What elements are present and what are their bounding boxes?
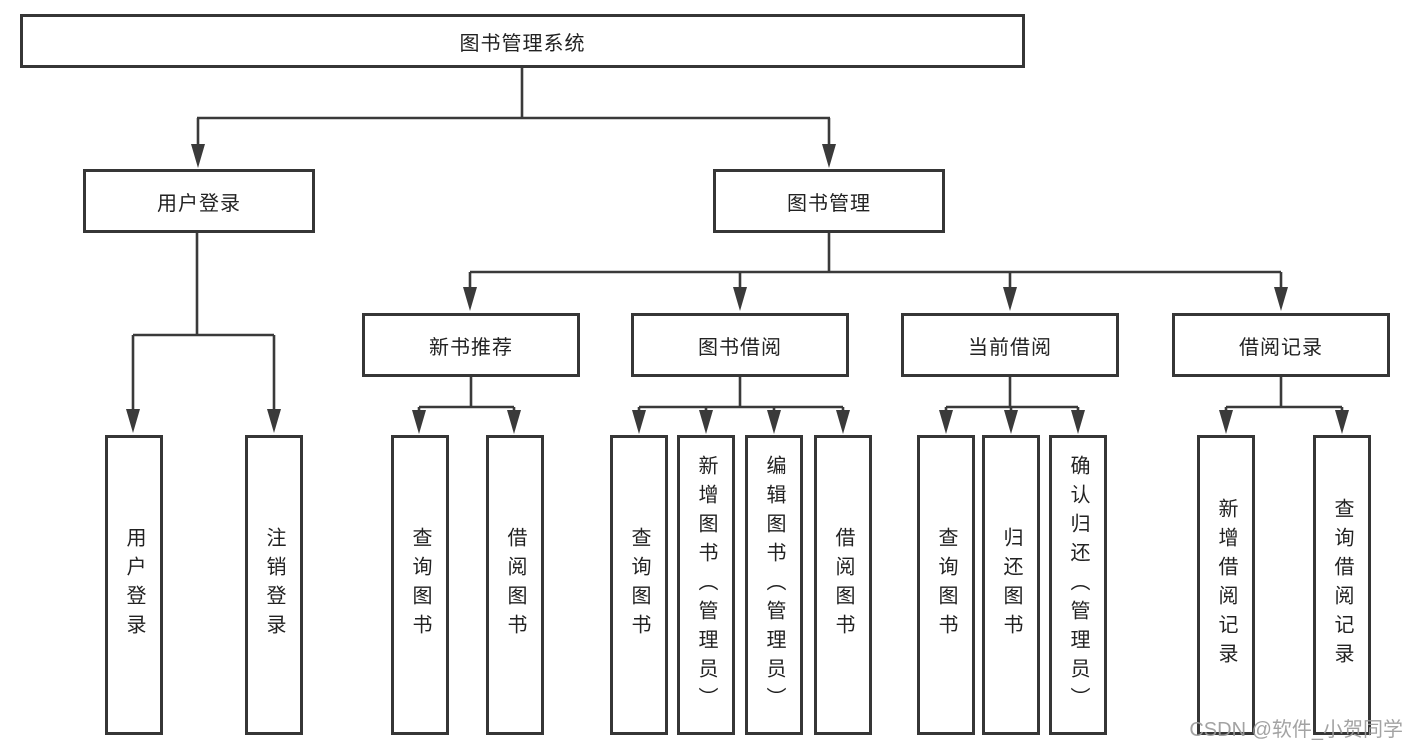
node-label-book-management: 图书管理 bbox=[787, 192, 871, 215]
leaf-label-borrow-query-books: 查询图书 bbox=[628, 527, 650, 643]
node-label-borrow-records: 借阅记录 bbox=[1239, 336, 1323, 359]
leaf-box-add-borrow-record: 新增借阅记录 bbox=[1197, 435, 1255, 735]
leaf-box-query-borrow-record: 查询借阅记录 bbox=[1313, 435, 1371, 735]
leaf-box-logout: 注销登录 bbox=[245, 435, 303, 735]
leaf-label-add-books-admin: 新增图书（管理员） bbox=[695, 454, 717, 716]
node-box-root: 图书管理系统 bbox=[20, 14, 1025, 68]
leaf-label-recommend-query-books: 查询图书 bbox=[409, 527, 431, 643]
leaf-box-add-books-admin: 新增图书（管理员） bbox=[677, 435, 735, 735]
leaf-label-confirm-return-admin: 确认归还（管理员） bbox=[1067, 454, 1089, 716]
leaf-label-logout: 注销登录 bbox=[263, 527, 285, 643]
leaf-label-query-borrow-record: 查询借阅记录 bbox=[1331, 498, 1353, 672]
leaf-box-borrow-books: 借阅图书 bbox=[814, 435, 872, 735]
leaf-label-user-login: 用户登录 bbox=[123, 527, 145, 643]
node-label-book-borrow: 图书借阅 bbox=[698, 336, 782, 359]
leaf-box-edit-books-admin: 编辑图书（管理员） bbox=[745, 435, 803, 735]
node-box-new-book-recommend: 新书推荐 bbox=[362, 313, 580, 377]
node-box-borrow-records: 借阅记录 bbox=[1172, 313, 1390, 377]
leaf-box-recommend-borrow-books: 借阅图书 bbox=[486, 435, 544, 735]
csdn-watermark: CSDN @软件_小贺同学 bbox=[1189, 719, 1403, 741]
leaf-label-add-borrow-record: 新增借阅记录 bbox=[1215, 498, 1237, 672]
leaf-box-borrow-query-books: 查询图书 bbox=[610, 435, 668, 735]
leaf-label-borrow-books: 借阅图书 bbox=[832, 527, 854, 643]
leaf-label-recommend-borrow-books: 借阅图书 bbox=[504, 527, 526, 643]
leaf-box-user-login: 用户登录 bbox=[105, 435, 163, 735]
leaf-label-edit-books-admin: 编辑图书（管理员） bbox=[763, 454, 785, 716]
node-box-user-login-branch: 用户登录 bbox=[83, 169, 315, 233]
leaf-box-confirm-return-admin: 确认归还（管理员） bbox=[1049, 435, 1107, 735]
leaf-box-return-books: 归还图书 bbox=[982, 435, 1040, 735]
leaf-box-recommend-query-books: 查询图书 bbox=[391, 435, 449, 735]
node-label-current-borrow: 当前借阅 bbox=[968, 336, 1052, 359]
node-label-root: 图书管理系统 bbox=[459, 32, 586, 55]
node-box-current-borrow: 当前借阅 bbox=[901, 313, 1119, 377]
node-label-user-login-branch: 用户登录 bbox=[157, 192, 241, 215]
leaf-label-current-query-books: 查询图书 bbox=[935, 527, 957, 643]
node-box-book-management: 图书管理 bbox=[713, 169, 945, 233]
node-label-new-book-recommend: 新书推荐 bbox=[429, 336, 513, 359]
leaf-label-return-books: 归还图书 bbox=[1000, 527, 1022, 643]
leaf-box-current-query-books: 查询图书 bbox=[917, 435, 975, 735]
node-box-book-borrow: 图书借阅 bbox=[631, 313, 849, 377]
